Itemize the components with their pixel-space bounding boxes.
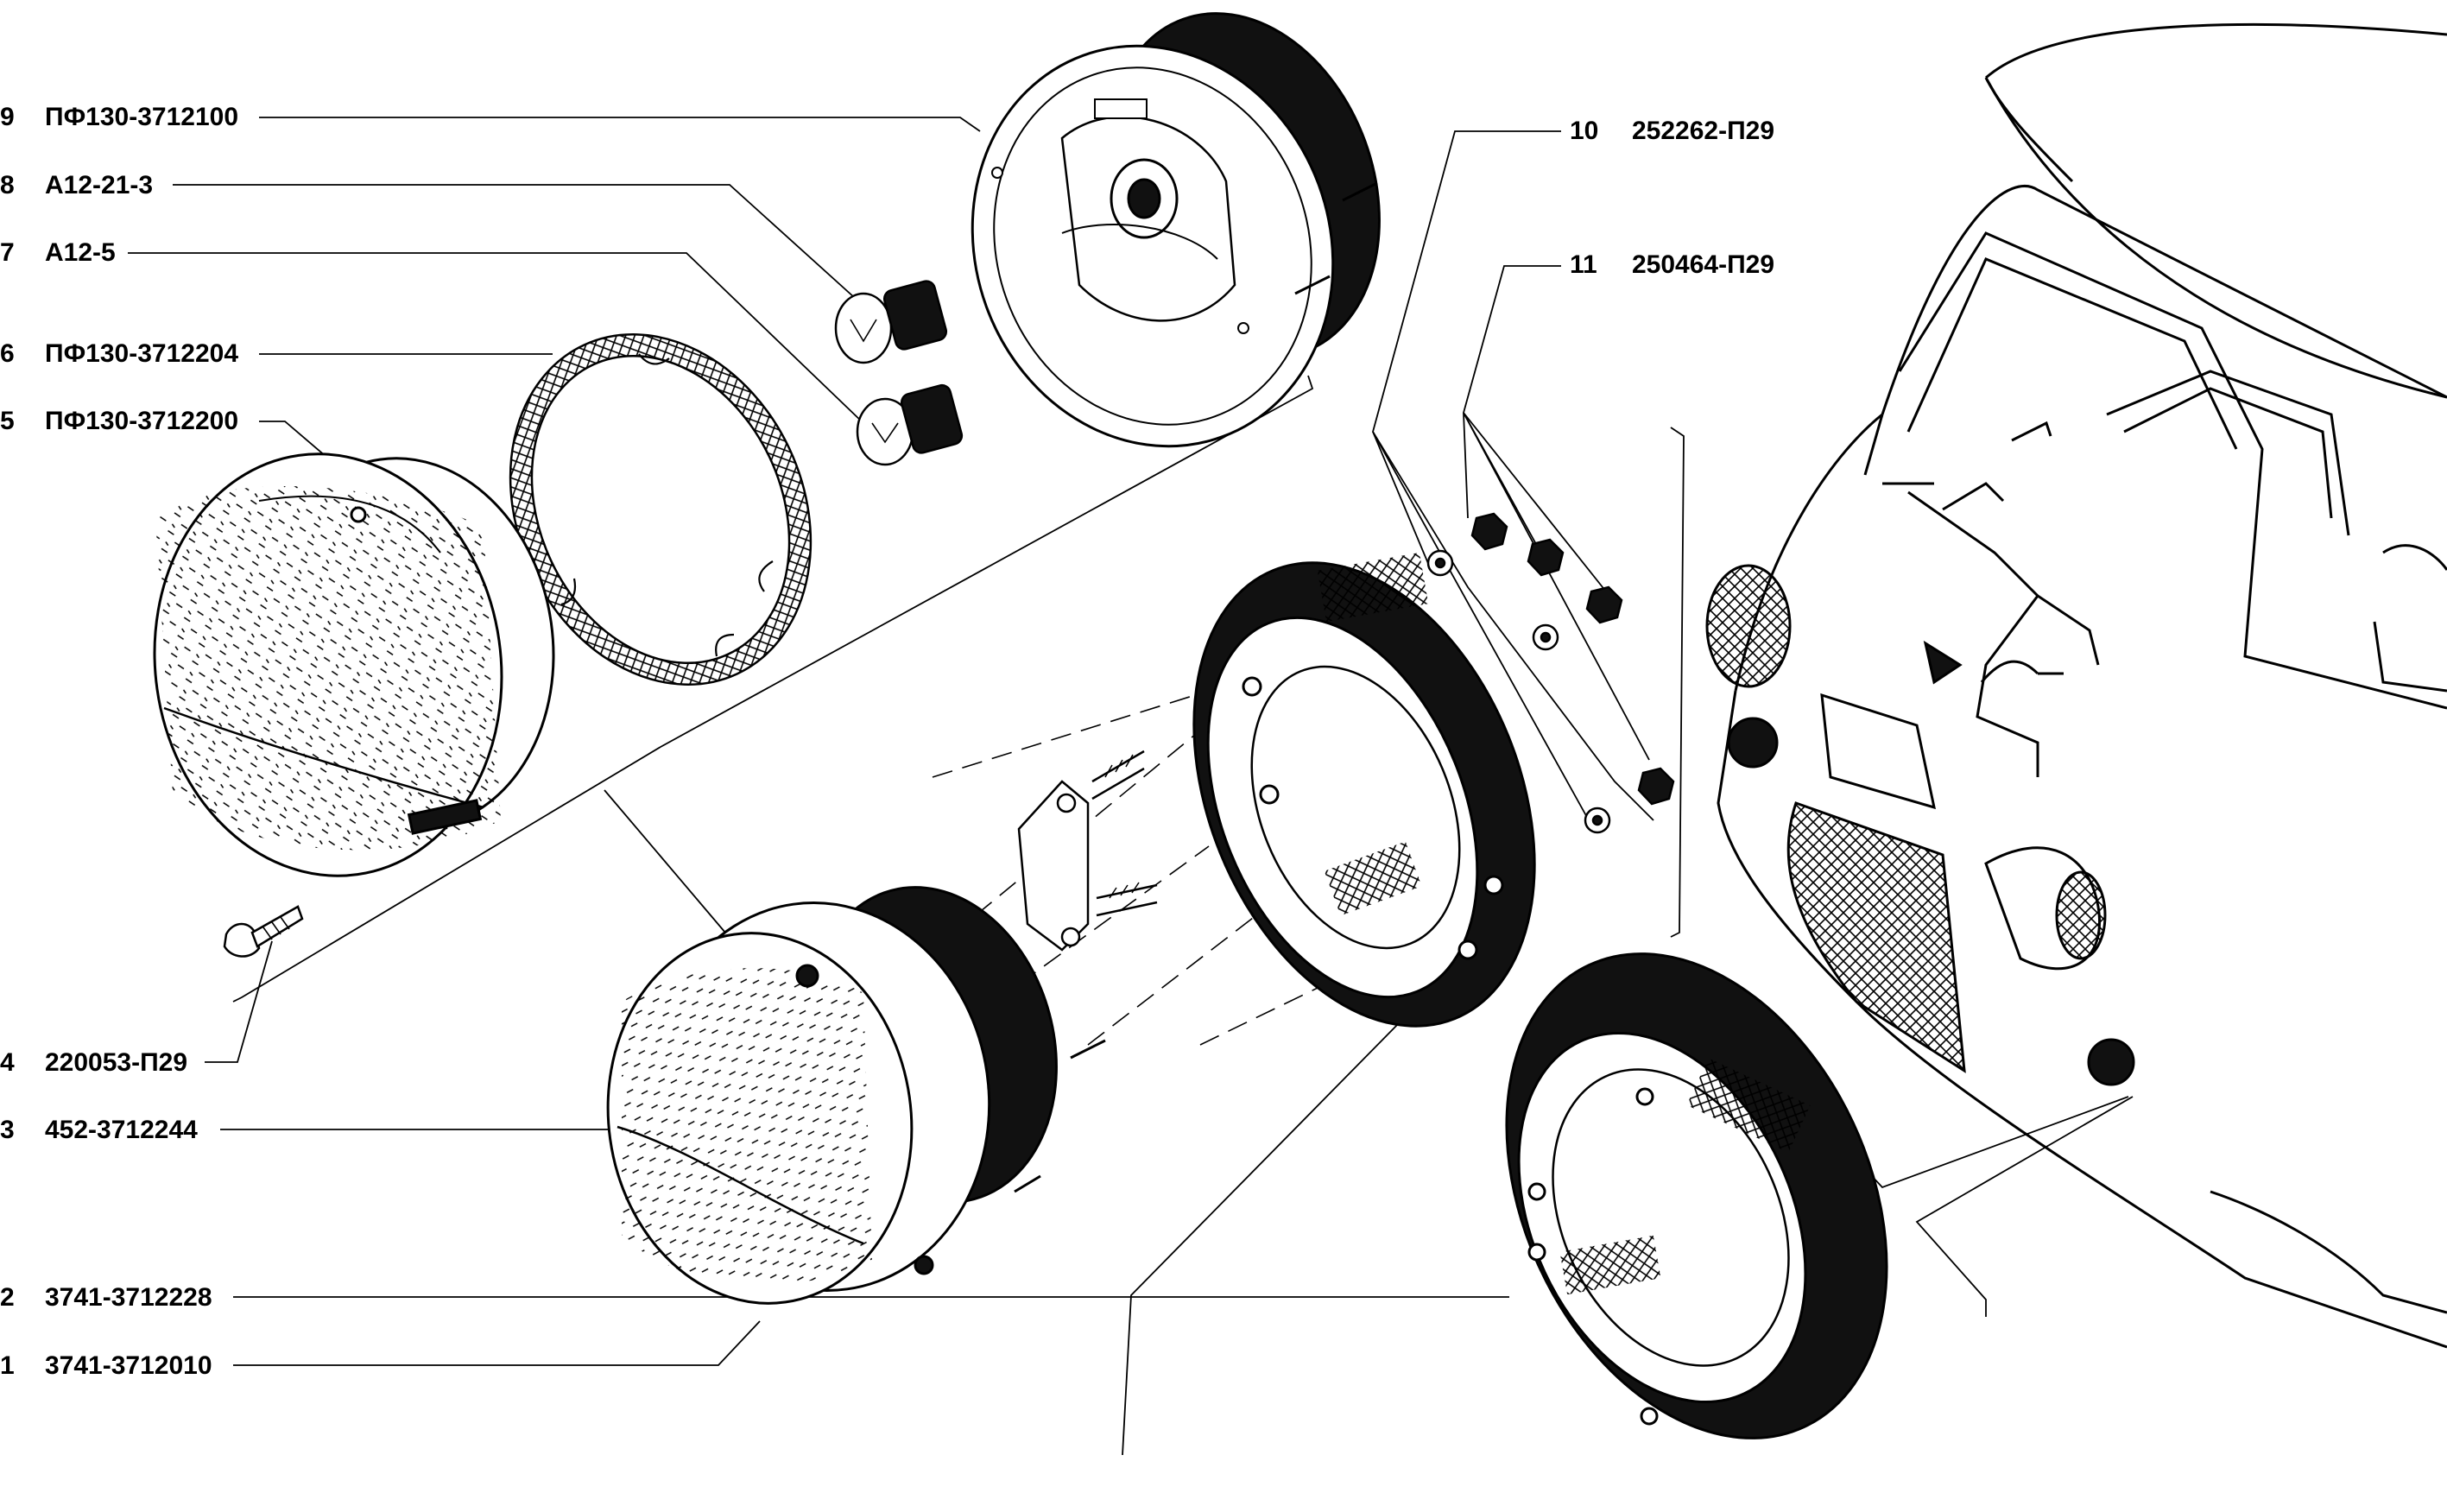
leader-10b xyxy=(1372,431,1432,573)
leader-11d xyxy=(1463,412,1650,761)
part-6-gasket xyxy=(509,333,813,686)
callout-code-6: ПФ130-3712204 xyxy=(45,339,239,368)
callout-number-3: 3 xyxy=(0,1116,15,1144)
leader-7 xyxy=(128,252,864,424)
callout-code-3: 452-3712244 xyxy=(45,1116,198,1144)
part-7-bulb xyxy=(856,383,964,466)
part-5-lens xyxy=(153,452,555,877)
leader-11 xyxy=(1463,265,1561,519)
leader-mid xyxy=(1122,1022,1400,1456)
part-outer-bezel xyxy=(1505,952,1888,1439)
callout-number-2: 2 xyxy=(0,1283,15,1312)
leader-right-a xyxy=(1670,427,1685,938)
callout-number-10: 10 xyxy=(1570,117,1599,145)
leader-1 xyxy=(233,1320,761,1366)
part-1-lamp-assembly xyxy=(606,886,1106,1305)
leader-right-c xyxy=(1915,1096,2134,1317)
callout-number-7: 7 xyxy=(0,238,15,267)
part-3-bracket xyxy=(1017,750,1158,952)
callout-code-7: А12-5 xyxy=(45,238,116,267)
part-2-mounting-ring xyxy=(1192,553,1536,1028)
leader-assembly-b xyxy=(604,789,726,933)
leader-8 xyxy=(173,184,856,299)
callout-code-8: А12-21-3 xyxy=(45,171,154,199)
callout-code-4: 220053-П29 xyxy=(45,1048,188,1077)
callout-code-10: 252262-П29 xyxy=(1632,117,1775,145)
part-8-bulb xyxy=(834,280,948,364)
leader-assembly xyxy=(232,375,1314,1003)
callout-number-4: 4 xyxy=(0,1048,15,1077)
leader-5 xyxy=(259,421,333,463)
callout-number-6: 6 xyxy=(0,339,15,368)
callout-code-11: 250464-П29 xyxy=(1632,250,1775,279)
callout-number-5: 5 xyxy=(0,407,15,435)
callout-number-8: 8 xyxy=(0,171,15,199)
part-9-lamp-housing xyxy=(971,12,1381,448)
callout-number-9: 9 xyxy=(0,103,15,131)
leader-4 xyxy=(205,940,273,1063)
leader-10c xyxy=(1372,431,1590,821)
callout-code-9: ПФ130-3712100 xyxy=(45,103,239,131)
callout-code-2: 3741-3712228 xyxy=(45,1283,212,1312)
callout-code-5: ПФ130-3712200 xyxy=(45,407,239,435)
callout-code-1: 3741-3712010 xyxy=(45,1351,212,1380)
vehicle-front xyxy=(1705,23,2447,1349)
leader-11c xyxy=(1463,412,1607,592)
leader-9 xyxy=(259,117,981,132)
callout-number-11: 11 xyxy=(1570,250,1597,279)
callout-number-1: 1 xyxy=(0,1351,15,1380)
part-4-screw xyxy=(223,905,304,958)
part-10-11-fasteners xyxy=(1426,512,1675,834)
leader-10 xyxy=(1372,130,1654,821)
